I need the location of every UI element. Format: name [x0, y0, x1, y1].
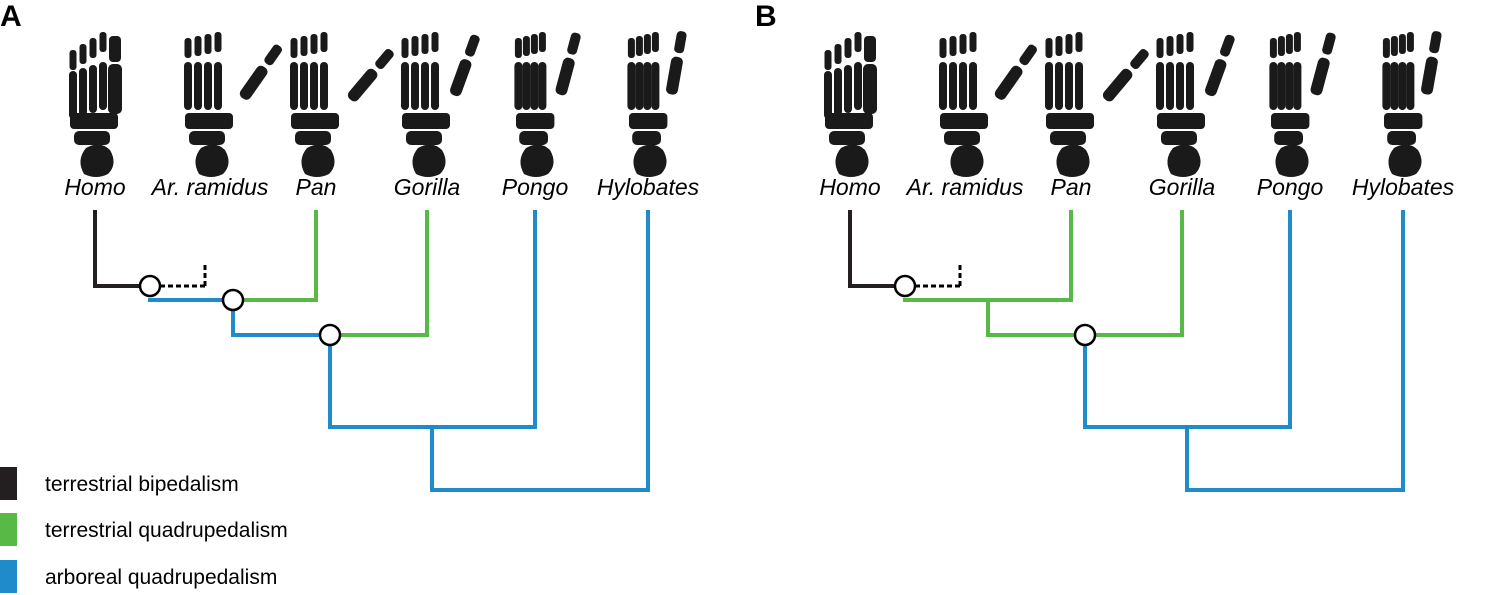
legend-label-bipedalism: terrestrial bipedalism — [45, 473, 239, 496]
taxon-label: Pongo — [502, 174, 569, 200]
foot-skeleton-icon — [627, 31, 687, 177]
ancestral-node — [221, 288, 245, 312]
ancestral-node — [893, 274, 917, 298]
taxon-label: Pan — [1051, 174, 1092, 200]
foot-skeleton-icon — [1382, 31, 1442, 177]
foot-skeleton-icon — [290, 32, 394, 177]
trees — [93, 210, 1405, 492]
foot-skeleton-icon — [514, 32, 581, 177]
taxon-label: Hylobates — [1352, 174, 1455, 200]
legend: terrestrial bipedalism terrestrial quadr… — [0, 467, 288, 593]
legend-label-terrestrial-quadrupedalism: terrestrial quadrupedalism — [45, 519, 288, 542]
foot-skeleton-icon — [1045, 32, 1149, 177]
taxon-label: Hylobates — [597, 174, 700, 200]
foot-skeleton-icon — [401, 32, 480, 177]
taxon-label: Pan — [296, 174, 337, 200]
taxon-label: Ar. ramidus — [150, 174, 269, 200]
foot-skeleton-icon — [824, 32, 877, 177]
tree-panel-b — [848, 210, 1405, 492]
foot-skeleton-icon — [184, 32, 282, 177]
taxon-label: Homo — [819, 174, 881, 200]
taxon-labels: Homo Ar. ramidus Pan Gorilla Pongo Hylobates H… — [64, 174, 1454, 200]
legend-label-arboreal-quadrupedalism: arboreal quadrupedalism — [45, 566, 277, 589]
legend-swatch-bipedalism — [0, 467, 17, 500]
taxon-label: Pongo — [1257, 174, 1324, 200]
taxon-label: Homo — [64, 174, 126, 200]
taxon-label: Gorilla — [394, 174, 460, 200]
tree-panel-a — [93, 210, 650, 492]
ancestral-node — [138, 274, 162, 298]
taxon-label: Gorilla — [1149, 174, 1215, 200]
legend-swatch-arboreal-quadrupedalism — [0, 560, 17, 593]
foot-skeleton-icon — [69, 32, 122, 177]
foot-skeleton-icon — [939, 32, 1037, 177]
ancestral-node — [318, 323, 342, 347]
legend-swatch-terrestrial-quadrupedalism — [0, 513, 17, 546]
foot-skeletons — [69, 31, 1442, 177]
ancestral-node — [1073, 323, 1097, 347]
foot-skeleton-icon — [1269, 32, 1336, 177]
taxon-label: Ar. ramidus — [905, 174, 1024, 200]
panel-letter-a: A — [0, 0, 22, 33]
foot-skeleton-icon — [1156, 32, 1235, 177]
panel-letter-b: B — [755, 0, 777, 33]
